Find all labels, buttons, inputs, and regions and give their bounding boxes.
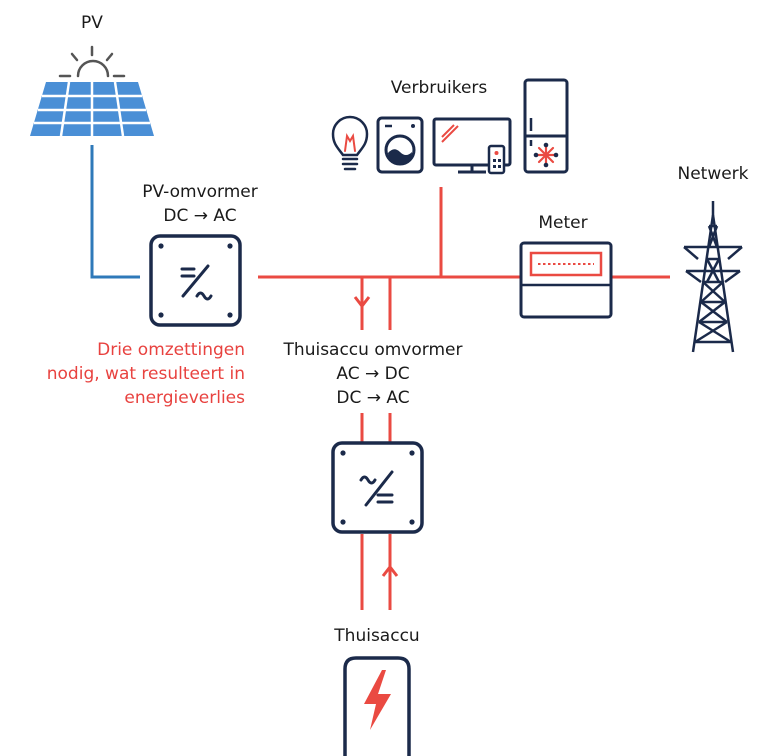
battery-lightning-icon (343, 656, 411, 756)
meter-label: Meter (538, 213, 588, 233)
pv-inverter-label: PV-omvormer DC → AC (142, 180, 257, 228)
battery-label: Thuisaccu (334, 626, 420, 646)
dc-ac-inverter-icon (149, 234, 242, 327)
energy-loss-warning: Drie omzettingen nodig, wat resulteert i… (47, 338, 245, 410)
warning-line-2: nodig, wat resulteert in (46, 364, 245, 384)
charge-arrow-down (353, 296, 371, 309)
pv-inverter-conversion: DC → AC (163, 206, 237, 226)
electricity-meter-icon (519, 241, 613, 319)
sun-icon (58, 45, 126, 78)
consumer-devices (331, 78, 569, 175)
warning-line-1: Drie omzettingen (97, 340, 245, 360)
battery-inverter-label: Thuisaccu omvormer AC → DC DC → AC (284, 338, 463, 410)
battery-inverter-conversion-1: AC → DC (336, 364, 410, 384)
solar-panel-icon (30, 81, 154, 137)
pv-inverter-title: PV-omvormer (142, 182, 258, 202)
refrigerator-icon (523, 78, 569, 174)
pv-dc-line (90, 145, 140, 279)
consumers-label: Verbruikers (390, 78, 488, 98)
battery-inverter-conversion-2: DC → AC (336, 388, 410, 408)
washing-machine-icon (376, 116, 424, 174)
connection-lines (90, 145, 670, 610)
pv-label: PV (81, 13, 103, 33)
battery-inverter-title: Thuisaccu omvormer (283, 340, 463, 360)
ac-dc-inverter-icon (331, 441, 424, 534)
light-bulb-icon (331, 115, 369, 171)
power-pylon-icon (683, 201, 743, 353)
grid-label: Netwerk (677, 164, 749, 184)
warning-line-3: energieverlies (124, 388, 245, 408)
discharge-arrow-up (381, 564, 399, 577)
remote-control-icon (487, 144, 506, 175)
